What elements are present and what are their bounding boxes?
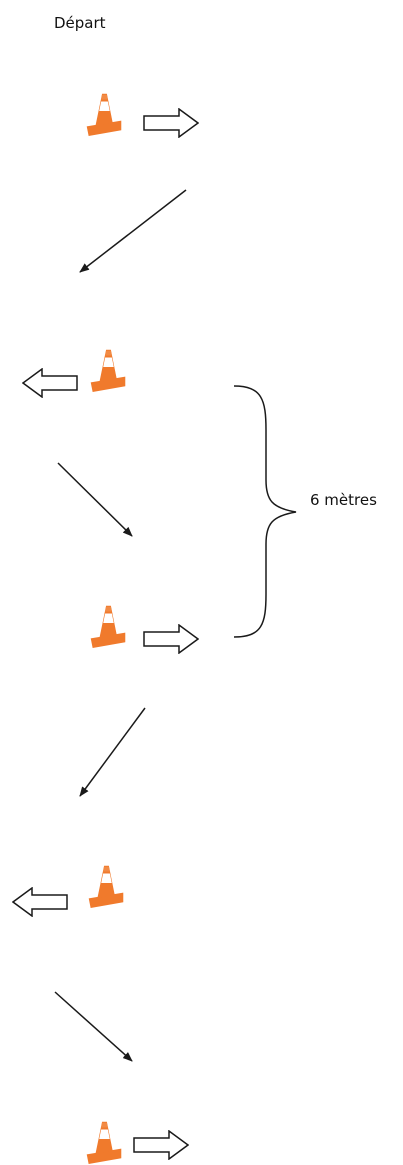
diagonal-arrow-icon <box>57 462 133 537</box>
hollow-arrow-right-icon <box>143 108 199 138</box>
hollow-arrow-right-icon <box>133 1130 189 1160</box>
traffic-cone-icon <box>86 1121 122 1164</box>
distance-label: 6 mètres <box>310 491 377 509</box>
hollow-arrow-left-icon <box>22 368 78 398</box>
traffic-cone-icon <box>86 93 122 136</box>
diagonal-arrow-icon <box>79 189 187 273</box>
start-label: Départ <box>54 14 106 32</box>
traffic-cone-icon <box>90 605 126 648</box>
curly-brace-icon <box>233 385 297 638</box>
diagonal-arrow-icon <box>79 707 146 797</box>
diagonal-arrow-icon <box>54 991 133 1062</box>
hollow-arrow-left-icon <box>12 887 68 917</box>
traffic-cone-icon <box>88 865 124 908</box>
hollow-arrow-right-icon <box>143 624 199 654</box>
traffic-cone-icon <box>90 349 126 392</box>
